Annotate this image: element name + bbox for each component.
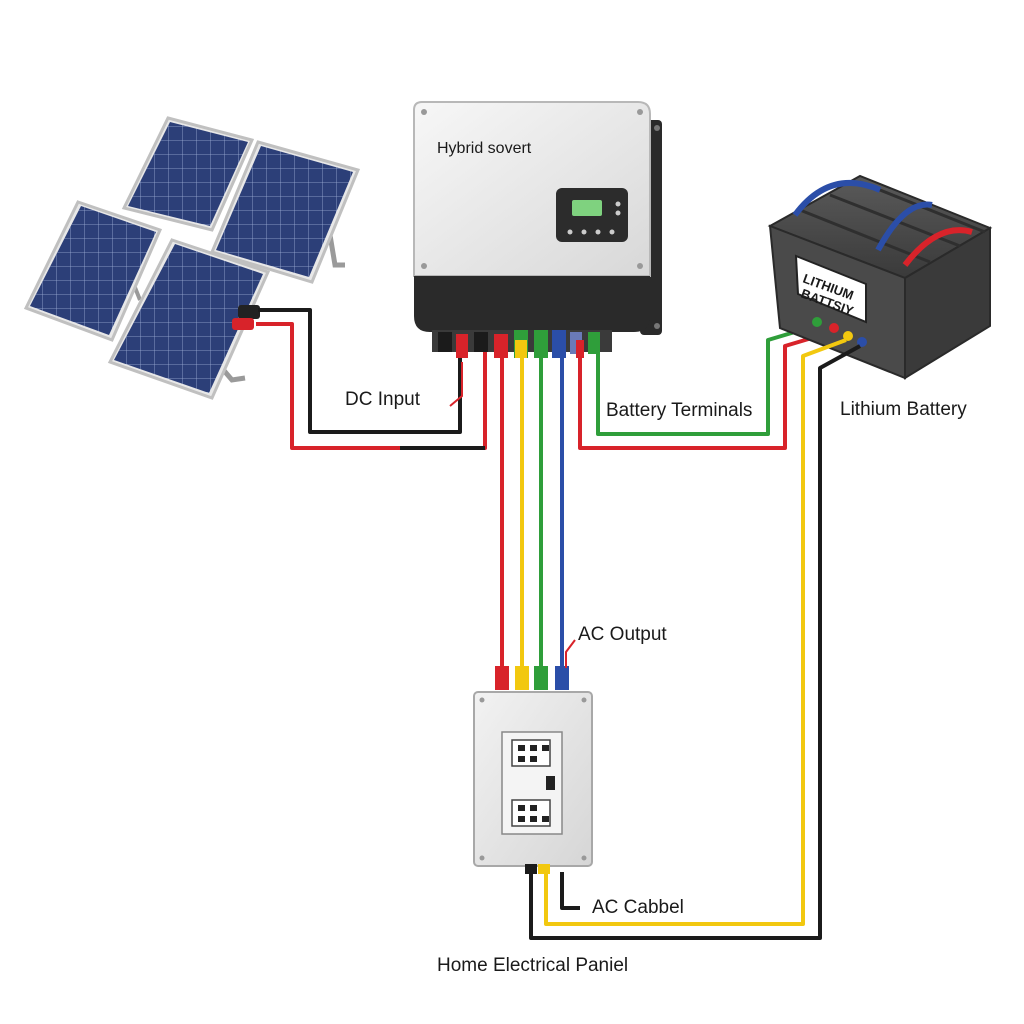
main-switch bbox=[546, 776, 555, 790]
battery-terminal-green bbox=[812, 317, 822, 327]
ac-output-connectors bbox=[495, 666, 569, 690]
battery-terminal-red bbox=[829, 323, 839, 333]
battery-icon: LITHIUM BATTSIY bbox=[767, 174, 993, 380]
ac-output-pointer bbox=[565, 639, 576, 668]
breaker-panel-icon bbox=[473, 691, 593, 874]
label-ac-output: AC Output bbox=[578, 624, 667, 645]
dc-input-wires bbox=[256, 308, 487, 450]
solar-panel-icon bbox=[23, 116, 361, 400]
inverter-terminals bbox=[432, 330, 612, 358]
label-dc-input: DC Input bbox=[345, 389, 421, 410]
label-home-panel: Home Electrical Paniel bbox=[437, 955, 628, 976]
pv-connector-red bbox=[232, 318, 254, 330]
pv-connector-black bbox=[238, 305, 260, 319]
solar-panel-1 bbox=[121, 116, 255, 232]
solar-panel-2 bbox=[209, 140, 361, 284]
battery-terminal-yellow bbox=[843, 331, 853, 341]
battery-label-plate: LITHIUM BATTSIY bbox=[794, 254, 867, 324]
ac-cable-wires bbox=[529, 338, 861, 940]
label-battery-terminals: Battery Terminals bbox=[606, 400, 752, 421]
inverter-display bbox=[556, 188, 628, 242]
inverter-icon bbox=[413, 101, 662, 358]
label-lithium-battery: Lithium Battery bbox=[840, 399, 967, 420]
ac-output-wires bbox=[500, 356, 564, 670]
battery-wires bbox=[578, 324, 833, 450]
solar-panel-3 bbox=[23, 200, 163, 342]
battery-terminal-blue bbox=[857, 337, 867, 347]
inverter-label: Hybrid sovert bbox=[437, 140, 532, 157]
breaker-group-bottom bbox=[511, 799, 551, 827]
solar-panel-4 bbox=[107, 238, 271, 400]
breaker-group-top bbox=[511, 739, 551, 767]
dc-input-pointer bbox=[449, 362, 463, 407]
label-ac-cable: AC Cabbel bbox=[592, 897, 684, 918]
